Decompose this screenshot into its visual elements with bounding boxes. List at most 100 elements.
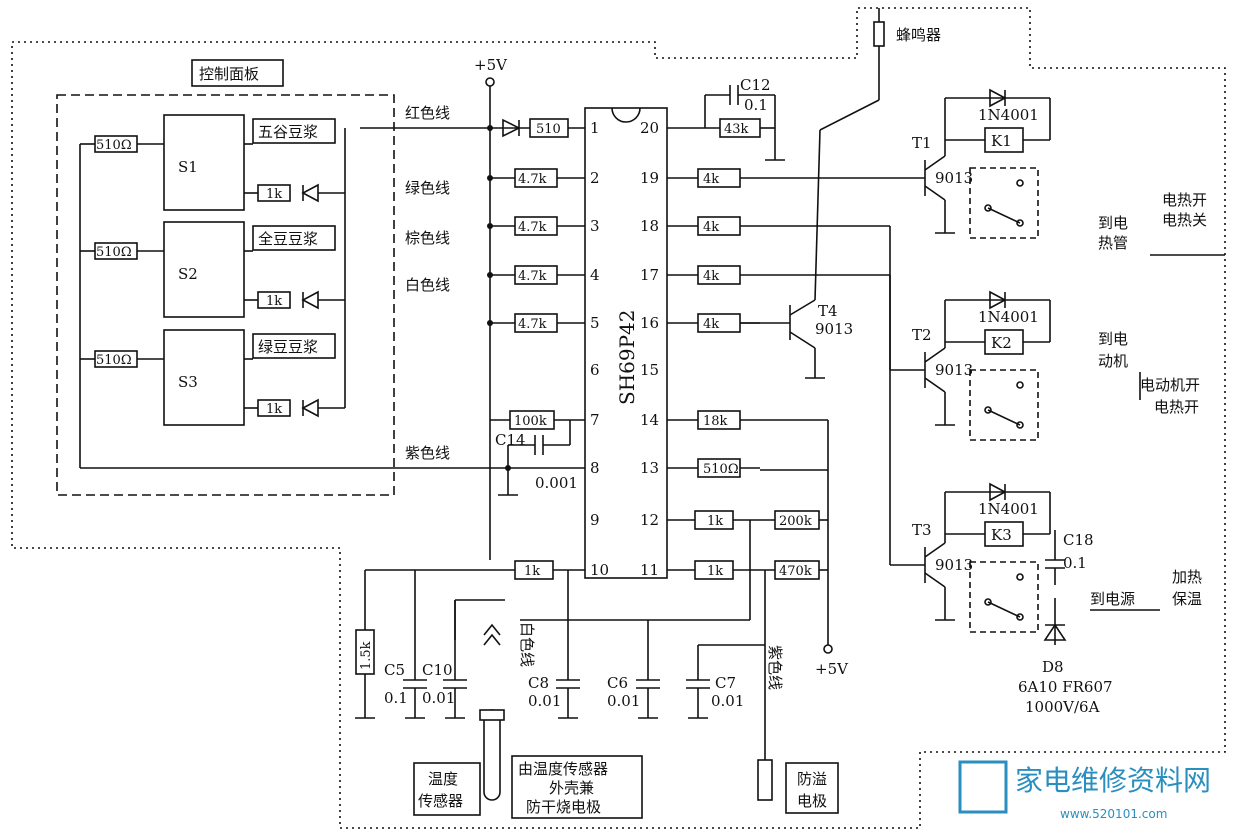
transistor-e: [924, 185, 946, 201]
resistor-label: 4k: [703, 317, 719, 332]
supply-top-label: +5V: [474, 56, 508, 74]
switch-label: 绿豆豆浆: [258, 338, 318, 356]
relay-contact: [969, 561, 1039, 633]
svg-text:外壳兼: 外壳兼: [549, 779, 594, 797]
ic-pin-left: 8: [590, 459, 600, 477]
ic-pin-right: 20: [640, 119, 659, 137]
contact: [1016, 573, 1024, 581]
resistor-label: 510Ω: [96, 245, 132, 260]
transistor-c: [924, 155, 946, 171]
transistor-c: [924, 542, 946, 558]
svg-text:到电源: 到电源: [1090, 590, 1135, 608]
enclosure-boundary: [11, 7, 1226, 829]
svg-text:1k: 1k: [707, 564, 723, 579]
resistor-label: 1k: [266, 187, 282, 202]
diode-icon: [989, 88, 1007, 108]
svg-text:0.01: 0.01: [607, 692, 640, 710]
ic-pin-right: 14: [640, 411, 659, 429]
switch-body: [163, 114, 245, 211]
svg-text:C6: C6: [607, 674, 628, 692]
transistor-c: [924, 347, 946, 363]
svg-text:0.1: 0.1: [744, 96, 768, 114]
transistor-type: 9013: [935, 556, 973, 574]
resistor-label: 4.7k: [518, 172, 547, 187]
switch-label: 全豆豆浆: [258, 230, 318, 248]
switch-body: [163, 221, 245, 318]
svg-text:C18: C18: [1063, 531, 1094, 549]
logo-site: www.520101.com: [1060, 807, 1167, 821]
switch-label: 五谷豆浆: [258, 123, 318, 141]
panel-title-box: [191, 59, 284, 87]
svg-text:0.01: 0.01: [528, 692, 561, 710]
svg-text:白色线: 白色线: [405, 276, 450, 294]
svg-text:紫色线: 紫色线: [405, 444, 450, 462]
svg-text:加热: 加热: [1172, 568, 1202, 586]
svg-text:动机: 动机: [1098, 352, 1128, 370]
svg-text:到电: 到电: [1098, 214, 1128, 232]
svg-text:0.1: 0.1: [1063, 554, 1087, 572]
ic-pin-right: 17: [640, 266, 659, 284]
resistor-label: 18k: [703, 414, 728, 429]
svg-text:防干烧电极: 防干烧电极: [526, 798, 601, 816]
control-panel-frame: [56, 94, 395, 496]
svg-text:6A10 FR607: 6A10 FR607: [1018, 678, 1113, 696]
diode-label: 1N4001: [978, 308, 1039, 326]
transistor-type: 9013: [935, 169, 973, 187]
svg-text:防溢: 防溢: [797, 770, 827, 788]
transistor-type: 9013: [935, 361, 973, 379]
switch-name: S1: [178, 158, 198, 176]
svg-text:T4: T4: [818, 302, 838, 320]
panel-title: 控制面板: [199, 65, 259, 83]
svg-text:绿色线: 绿色线: [405, 179, 450, 197]
switch-label-box: [252, 225, 336, 251]
transistor-name: T3: [912, 521, 932, 539]
svg-text:保温: 保温: [1172, 590, 1202, 608]
ic-pin-left: 7: [590, 411, 600, 429]
ic-pin-left: 5: [590, 314, 600, 332]
relay-contact: [969, 369, 1039, 441]
svg-text:温度: 温度: [428, 770, 458, 788]
contact-arm: [987, 409, 1021, 426]
svg-text:9013: 9013: [815, 320, 853, 338]
contact-arm: [987, 601, 1021, 618]
svg-text:1k: 1k: [524, 564, 540, 579]
ic-name: SH69P42: [615, 310, 639, 406]
svg-text:C7: C7: [715, 674, 736, 692]
contact-arm: [987, 207, 1021, 224]
diode-label: 1N4001: [978, 106, 1039, 124]
svg-text:红色线: 红色线: [405, 104, 450, 122]
svg-text:43k: 43k: [724, 122, 749, 137]
resistor-label: 1k: [266, 402, 282, 417]
svg-text:1.5k: 1.5k: [359, 641, 374, 670]
switch-name: S2: [178, 265, 198, 283]
svg-text:电动机开: 电动机开: [1140, 376, 1200, 394]
junction: [487, 175, 493, 181]
logo-brand: 家电维修资料网: [1015, 764, 1211, 797]
switch-label-box: [252, 333, 336, 359]
ic-pin-right: 15: [640, 361, 659, 379]
logo-icon: [958, 760, 1008, 814]
resistor-label: 4.7k: [518, 220, 547, 235]
svg-text:D8: D8: [1042, 658, 1064, 676]
svg-text:紫色线: 紫色线: [766, 645, 784, 690]
diode-label: 1N4001: [978, 500, 1039, 518]
svg-text:传感器: 传感器: [418, 792, 463, 810]
svg-text:C12: C12: [740, 76, 771, 94]
diode-icon: [989, 290, 1007, 310]
ic-pin-left: 1: [590, 119, 600, 137]
svg-text:由温度传感器: 由温度传感器: [518, 760, 608, 778]
svg-text:0.01: 0.01: [422, 689, 455, 707]
transistor-name: T2: [912, 326, 932, 344]
junction: [487, 223, 493, 229]
relay-name: K2: [991, 334, 1012, 352]
transistor-e: [924, 572, 946, 588]
led-icon: [301, 290, 319, 310]
svg-text:510: 510: [536, 122, 561, 137]
svg-text:电热开: 电热开: [1162, 191, 1207, 209]
junction: [487, 272, 493, 278]
svg-text:到电: 到电: [1098, 330, 1128, 348]
led-icon: [301, 183, 319, 203]
resistor-label: 510Ω: [96, 138, 132, 153]
relay-name: K3: [991, 526, 1012, 544]
svg-text:电极: 电极: [797, 792, 827, 810]
